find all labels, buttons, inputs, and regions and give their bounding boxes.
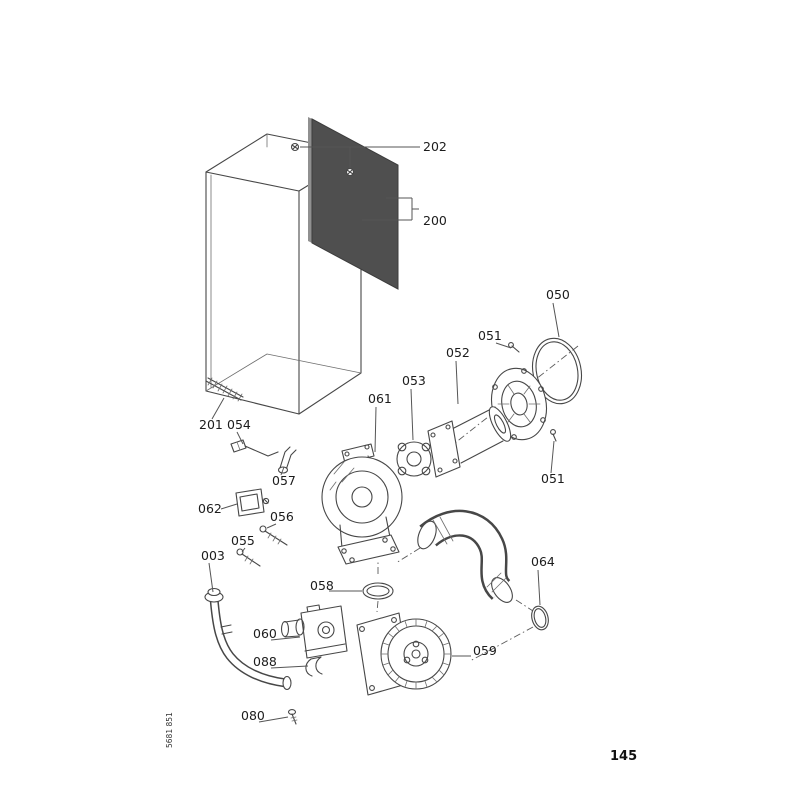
part-labels: 202 200 201 054 050 051 052 053 061 051 … bbox=[198, 139, 570, 723]
part-label-056: 056 bbox=[270, 509, 294, 524]
rear-panel bbox=[308, 117, 399, 290]
part-label-054: 054 bbox=[227, 417, 251, 432]
part-label-055: 055 bbox=[231, 533, 255, 548]
fan-motor bbox=[356, 612, 452, 696]
gas-pipe bbox=[204, 587, 292, 691]
gasket-053 bbox=[396, 441, 432, 477]
ionisation-electrode bbox=[277, 446, 297, 474]
part-label-062: 062 bbox=[198, 501, 222, 516]
part-label-053: 053 bbox=[402, 373, 426, 388]
gas-valve bbox=[280, 604, 348, 659]
part-label-052: 052 bbox=[446, 345, 470, 360]
part-label-201: 201 bbox=[199, 417, 223, 432]
retaining-clip bbox=[305, 656, 323, 677]
ignition-electrode bbox=[230, 439, 279, 457]
part-label-064: 064 bbox=[531, 554, 555, 569]
part-label-202: 202 bbox=[423, 139, 447, 154]
part-label-058: 058 bbox=[310, 578, 334, 593]
centerlines bbox=[376, 345, 579, 662]
gasket-058 bbox=[362, 582, 394, 600]
part-label-059: 059 bbox=[473, 643, 497, 658]
screw-051-bottom bbox=[550, 429, 557, 442]
part-label-003: 003 bbox=[201, 548, 225, 563]
part-label-060: 060 bbox=[253, 626, 277, 641]
screw-055 bbox=[236, 548, 261, 567]
screw-080 bbox=[287, 709, 298, 725]
part-label-050: 050 bbox=[546, 287, 570, 302]
part-label-080: 080 bbox=[241, 708, 265, 723]
panel-screws bbox=[290, 142, 355, 177]
fan-flange bbox=[490, 367, 548, 441]
leader-lines bbox=[208, 146, 560, 723]
venturi bbox=[427, 406, 512, 478]
screw-051-top bbox=[508, 342, 520, 353]
part-label-061: 061 bbox=[368, 391, 392, 406]
part-label-088: 088 bbox=[253, 654, 277, 669]
page-number: 145 bbox=[610, 749, 637, 764]
fan-housing bbox=[321, 443, 403, 565]
ignition-unit bbox=[235, 488, 270, 517]
part-label-200: 200 bbox=[423, 213, 447, 228]
part-label-057: 057 bbox=[272, 473, 296, 488]
doc-code: 5681 851 bbox=[165, 712, 174, 748]
o-ring-064 bbox=[531, 605, 549, 631]
screw-056 bbox=[259, 525, 288, 546]
part-label-051-top: 051 bbox=[478, 328, 502, 343]
air-duct-hose bbox=[417, 509, 513, 603]
support-rail bbox=[205, 377, 244, 402]
part-label-051-bottom: 051 bbox=[541, 471, 565, 486]
